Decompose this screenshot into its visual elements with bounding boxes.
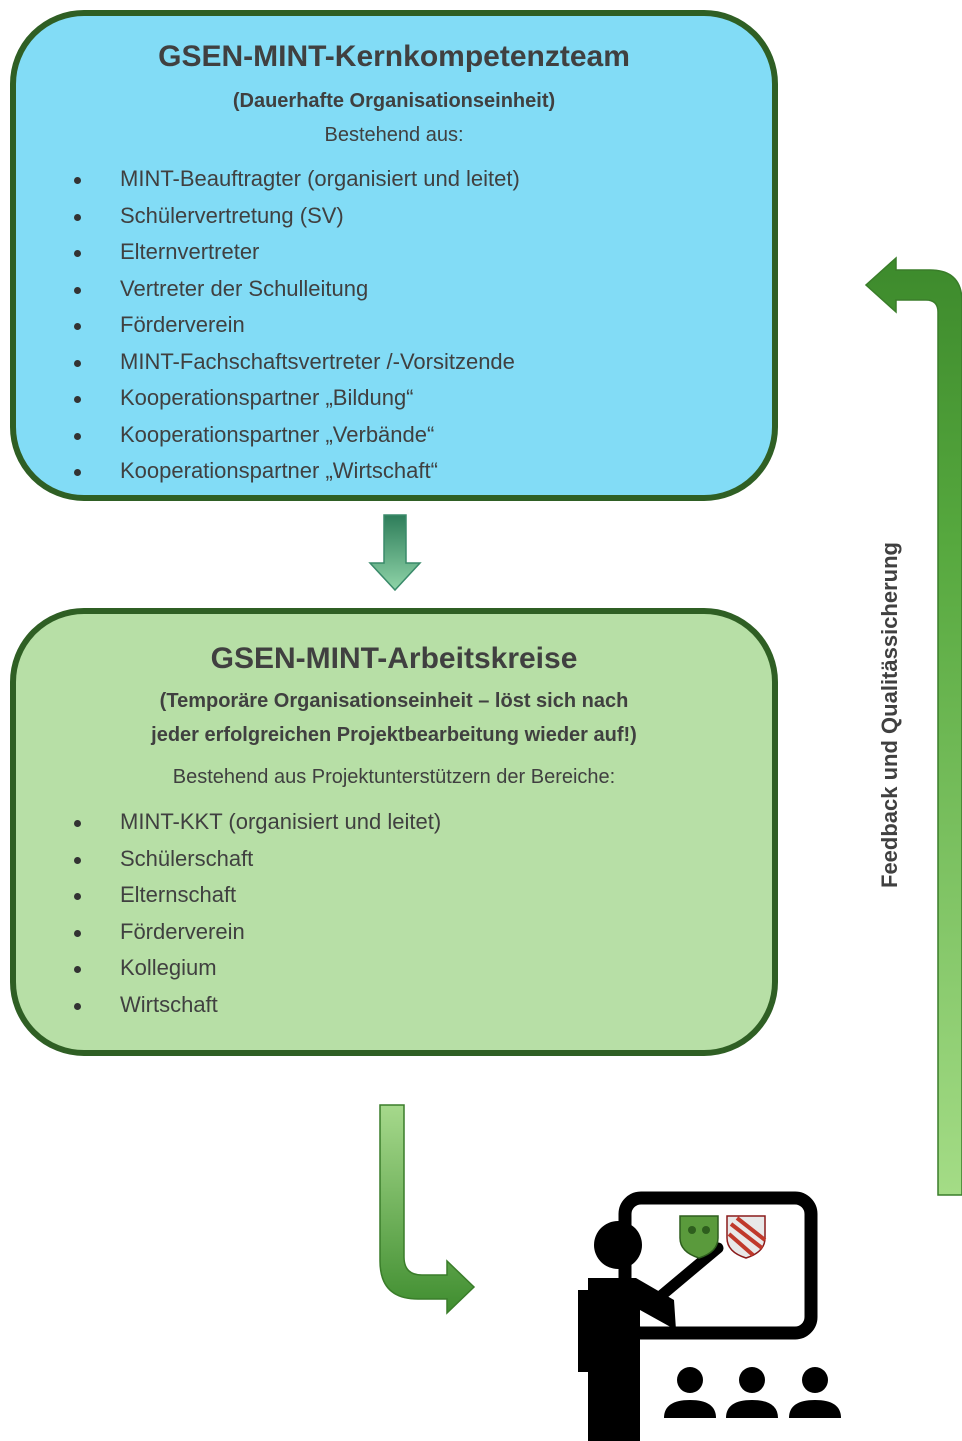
list-item: Schülerschaft xyxy=(68,841,441,878)
list-item: Kooperationspartner „Bildung“ xyxy=(68,380,520,417)
list-item: MINT-KKT (organisiert und leitet) xyxy=(68,804,441,841)
list-item-label: Schülervertretung (SV) xyxy=(120,202,344,228)
bullet-icon xyxy=(74,856,81,864)
bullet-icon xyxy=(74,893,81,900)
ak-subtitle-line-1: (Temporäre Organisationseinheit – löst s… xyxy=(159,690,629,712)
bullet-icon xyxy=(74,177,81,184)
list-item: Förderverein xyxy=(68,914,441,951)
bullet-icon xyxy=(74,286,81,294)
feedback-label-container: Feedback und Qualitässicherung xyxy=(860,490,920,940)
list-item: Wirtschaft xyxy=(68,987,441,1024)
bullet-icon xyxy=(74,966,81,973)
bullet-icon xyxy=(74,213,81,221)
list-item: MINT-Fachschaftsvertreter /-Vorsitzende xyxy=(68,344,520,381)
list-item-label: MINT-KKT (organisiert und leitet) xyxy=(120,809,442,834)
list-item-label: Kollegium xyxy=(120,955,217,980)
ak-title: GSEN-MINT-Arbeitskreise xyxy=(210,642,578,675)
list-item: Förderverein xyxy=(68,307,520,344)
list-item: Vertreter der Schulleitung xyxy=(68,271,520,308)
arrow-down-icon xyxy=(368,514,422,592)
bullet-icon xyxy=(74,323,81,330)
list-item-label: Wirtschaft xyxy=(120,991,218,1017)
list-item-label: Vertreter der Schulleitung xyxy=(120,275,369,301)
ak-subtitle-line-2: jeder erfolgreichen Projektbearbeitung w… xyxy=(151,724,637,746)
feedback-arrow-icon xyxy=(864,256,962,1196)
ak-intro: Bestehend aus Projektunterstützern der B… xyxy=(172,766,616,788)
list-item-label: Kooperationspartner „Verbände“ xyxy=(120,421,435,447)
kkt-subtitle: (Dauerhafte Organisationseinheit) xyxy=(232,90,556,112)
kkt-title: GSEN-MINT-Kernkompetenzteam xyxy=(158,40,630,73)
bullet-icon xyxy=(74,820,81,827)
list-item: MINT-Beauftragter (organisiert und leite… xyxy=(68,161,520,198)
list-item-label: Förderverein xyxy=(120,312,245,337)
list-item: Schülervertretung (SV) xyxy=(68,198,520,235)
bullet-icon xyxy=(74,250,81,257)
arbeitskreise-box: GSEN-MINT-Arbeitskreise (Temporäre Organ… xyxy=(10,608,778,1056)
bullet-icon xyxy=(74,359,81,367)
list-item-label: Kooperationspartner „Wirtschaft“ xyxy=(120,458,438,483)
kernkompetenzteam-box: GSEN-MINT-Kernkompetenzteam (Dauerhafte … xyxy=(10,10,778,501)
bullet-icon xyxy=(74,469,81,476)
feedback-label: Feedback und Qualitässicherung xyxy=(877,542,902,888)
list-item: Elternvertreter xyxy=(68,234,520,271)
list-item-label: MINT-Fachschaftsvertreter /-Vorsitzende xyxy=(120,348,515,374)
teacher-presentation-icon xyxy=(578,1191,841,1441)
crest-icons xyxy=(679,1215,767,1259)
bullet-icon xyxy=(74,929,81,937)
kkt-intro: Bestehend aus: xyxy=(324,124,464,146)
bullet-icon xyxy=(74,1002,81,1010)
list-item: Kollegium xyxy=(68,950,441,987)
list-item: Kooperationspartner „Wirtschaft“ xyxy=(68,453,520,490)
bullet-icon xyxy=(74,432,81,440)
kkt-member-list: MINT-Beauftragter (organisiert und leite… xyxy=(68,161,520,490)
list-item-label: Kooperationspartner „Bildung“ xyxy=(120,385,414,410)
list-item-label: Schülerschaft xyxy=(120,845,254,871)
list-item-label: Elternschaft xyxy=(120,882,237,907)
bullet-icon xyxy=(74,396,81,403)
ak-member-list: MINT-KKT (organisiert und leitet) Schüle… xyxy=(68,804,441,1023)
list-item: Kooperationspartner „Verbände“ xyxy=(68,417,520,454)
list-item-label: MINT-Beauftragter (organisiert und leite… xyxy=(120,166,520,191)
list-item-label: Förderverein xyxy=(120,918,245,944)
list-item: Elternschaft xyxy=(68,877,441,914)
list-item-label: Elternvertreter xyxy=(120,239,260,264)
bent-arrow-icon xyxy=(379,1104,476,1315)
